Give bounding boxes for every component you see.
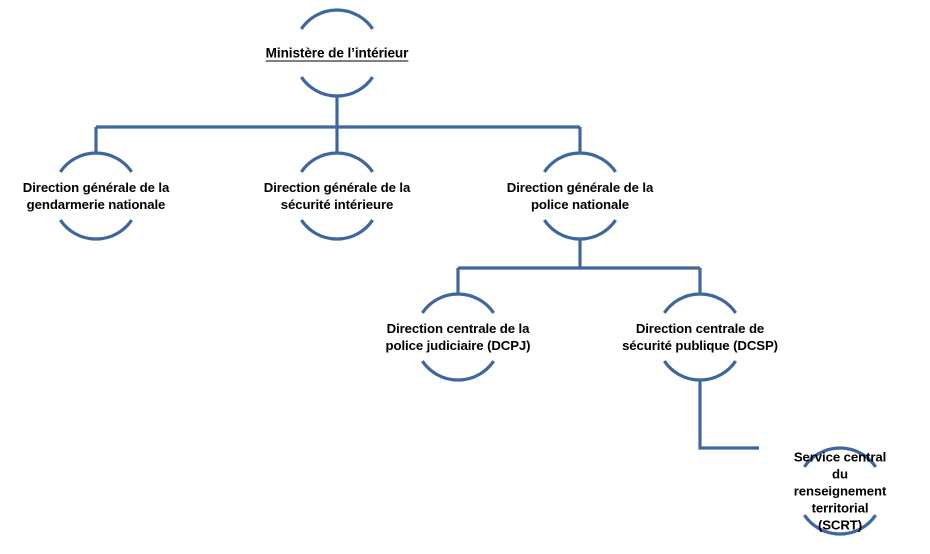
node-label-line: Direction générale de la — [22, 180, 170, 195]
node-label-line: police judiciaire (DCPJ) — [385, 338, 531, 353]
node-label-line: sécurité intérieure — [280, 197, 394, 212]
node-arc-top-ministere — [300, 8, 374, 30]
node-label-dcsp: Direction centrale de sécurité publique (… — [622, 320, 778, 354]
node-arc-top-dgpn — [543, 151, 617, 173]
node-arc-bottom-ministere — [300, 76, 374, 98]
node-arc-bottom-dcsp — [663, 360, 737, 382]
node-label-ministere: Ministère de l’intérieur — [266, 45, 409, 62]
node-arc-top-scrt — [803, 446, 877, 468]
node-label-line: Direction centrale de — [635, 321, 765, 336]
node-label-line: renseignement territorial — [793, 483, 887, 516]
node-arc-bottom-dgsi — [300, 219, 374, 241]
node-label-line: Direction centrale de la — [386, 321, 530, 336]
node-label-line: Direction générale de la — [263, 180, 411, 195]
node-label-line: police nationale — [530, 197, 630, 212]
connector-dcsp-to-scrt — [698, 380, 759, 450]
node-label-line: Direction générale de la — [506, 180, 654, 195]
node-arc-bottom-dggn — [59, 219, 133, 241]
node-arc-top-dggn — [59, 151, 133, 173]
node-label-line: Service central du — [793, 449, 887, 482]
node-label-dggn: Direction générale de la gendarmerie nati… — [23, 179, 169, 213]
node-arc-top-dcsp — [663, 292, 737, 314]
node-label-dcpj: Direction centrale de la police judiciair… — [386, 320, 531, 354]
node-label-line: (SCRT) — [817, 517, 863, 533]
node-arc-bottom-dcpj — [421, 360, 495, 382]
node-label-line: gendarmerie nationale — [26, 197, 166, 212]
node-arc-top-dgsi — [300, 151, 374, 173]
node-label-line: Ministère de l’intérieur — [265, 45, 409, 61]
node-label-dgpn: Direction générale de la police nationale — [507, 179, 653, 213]
node-arc-bottom-scrt — [803, 514, 877, 536]
node-arc-top-dcpj — [421, 292, 495, 314]
node-arc-bottom-dgpn — [543, 219, 617, 241]
node-label-line: sécurité publique (DCSP) — [622, 338, 778, 353]
node-label-dgsi: Direction générale de la sécurité intérie… — [264, 179, 410, 213]
